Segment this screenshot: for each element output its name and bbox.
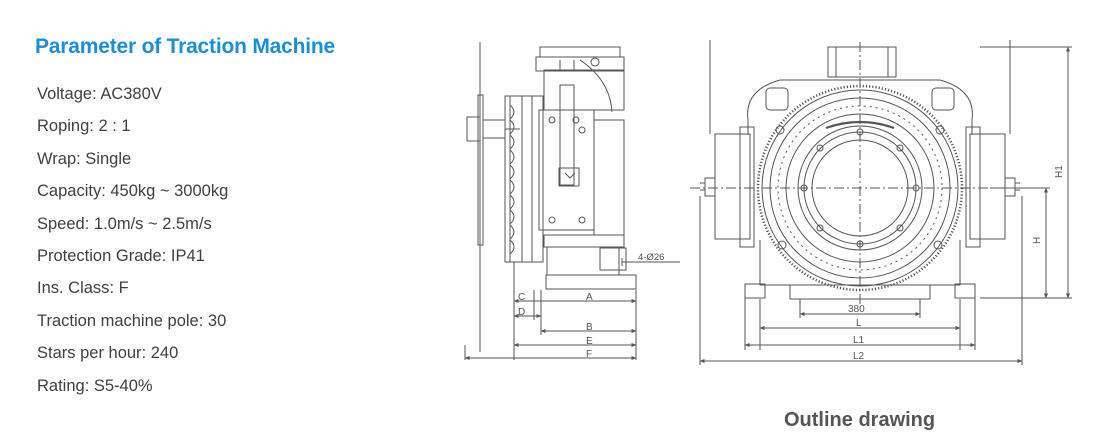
dim-label-f: F [586, 349, 592, 360]
motor-body [535, 46, 637, 290]
spec-value: 240 [150, 344, 179, 363]
spec-value: 450kg ~ 3000kg [110, 182, 229, 201]
spec-item-starts-per-hour: Stars per hour: 240 [37, 344, 179, 363]
traction-sheave [504, 95, 544, 263]
section-title: Parameter of Traction Machine [35, 35, 335, 58]
spec-item-voltage: Voltage: AC380V [37, 85, 162, 103]
dim-label-e: E [586, 336, 593, 347]
spec-item-machine-pole: Traction machine pole: 30 [37, 311, 227, 330]
spec-label: Traction machine pole [37, 311, 199, 330]
housing-top [747, 79, 973, 121]
spec-item-rating: Rating: S5-40% [37, 376, 153, 395]
spec-label: Stars per hour [37, 344, 142, 363]
dim-label-c: C [518, 292, 525, 303]
spec-value: 1.0m/s ~ 2.5m/s [93, 214, 212, 233]
spec-label: Wrap [37, 149, 77, 168]
spec-value: F [118, 279, 129, 298]
spec-item-roping: Roping: 2 : 1 [37, 117, 131, 136]
dim-label-h: H [1032, 237, 1043, 244]
side-dimension-labels: C A D B E F 4-Ø26 [518, 252, 664, 360]
dim-label-l2: L2 [853, 351, 865, 362]
drawing-caption: Outline drawing [784, 409, 936, 431]
handwheel [466, 42, 520, 352]
spec-list: Voltage: AC380V Roping: 2 : 1 Wrap: Sing… [37, 84, 228, 408]
side-dimension-lines [464, 258, 680, 360]
spec-label: Voltage [37, 85, 93, 103]
bolts [775, 125, 945, 250]
right-brake [965, 40, 1020, 248]
front-dimension-lines [699, 46, 1072, 365]
front-base [744, 240, 976, 300]
spec-value: Single [85, 149, 132, 168]
spec-value: IP41 [170, 246, 205, 265]
left-brake [700, 40, 755, 248]
dim-label-l: L [856, 318, 862, 329]
spec-label: Capacity [37, 182, 102, 201]
dim-label-d: D [518, 307, 525, 318]
spec-value: 30 [207, 311, 227, 330]
gear-disc [756, 84, 964, 292]
dim-label-b: B [586, 322, 593, 333]
spec-value: 2 : 1 [98, 117, 131, 136]
spec-value: AC380V [100, 85, 162, 103]
dim-label-l1: L1 [853, 335, 865, 346]
spec-item-protection-grade: Protection Grade: IP41 [37, 246, 205, 265]
spec-item-wrap: Wrap: Single [37, 149, 132, 168]
spec-item-speed: Speed: 1.0m/s ~ 2.5m/s [37, 214, 212, 233]
spec-label: Protection Grade [37, 246, 162, 265]
hole-label: 4-Ø26 [638, 252, 664, 263]
front-dimension-labels: 380 L L1 L2 H H1 [848, 165, 1065, 362]
side-view [464, 42, 680, 360]
spec-item-ins-class: Ins. Class: F [37, 279, 129, 298]
spec-label: Roping [37, 117, 90, 136]
outline-drawing: C A D B E F 4-Ø26 [464, 40, 1072, 365]
dim-label-a: A [586, 292, 593, 303]
dim-label-380: 380 [848, 304, 865, 315]
spec-label: Speed [37, 214, 85, 233]
spec-value: S5-40% [93, 376, 153, 395]
dim-label-h1: H1 [1054, 165, 1065, 178]
spec-label: Rating [37, 376, 85, 395]
spec-item-capacity: Capacity: 450kg ~ 3000kg [37, 182, 229, 201]
front-view [690, 40, 1072, 365]
spec-label: Ins. Class [37, 279, 110, 298]
terminal-box [827, 46, 897, 78]
